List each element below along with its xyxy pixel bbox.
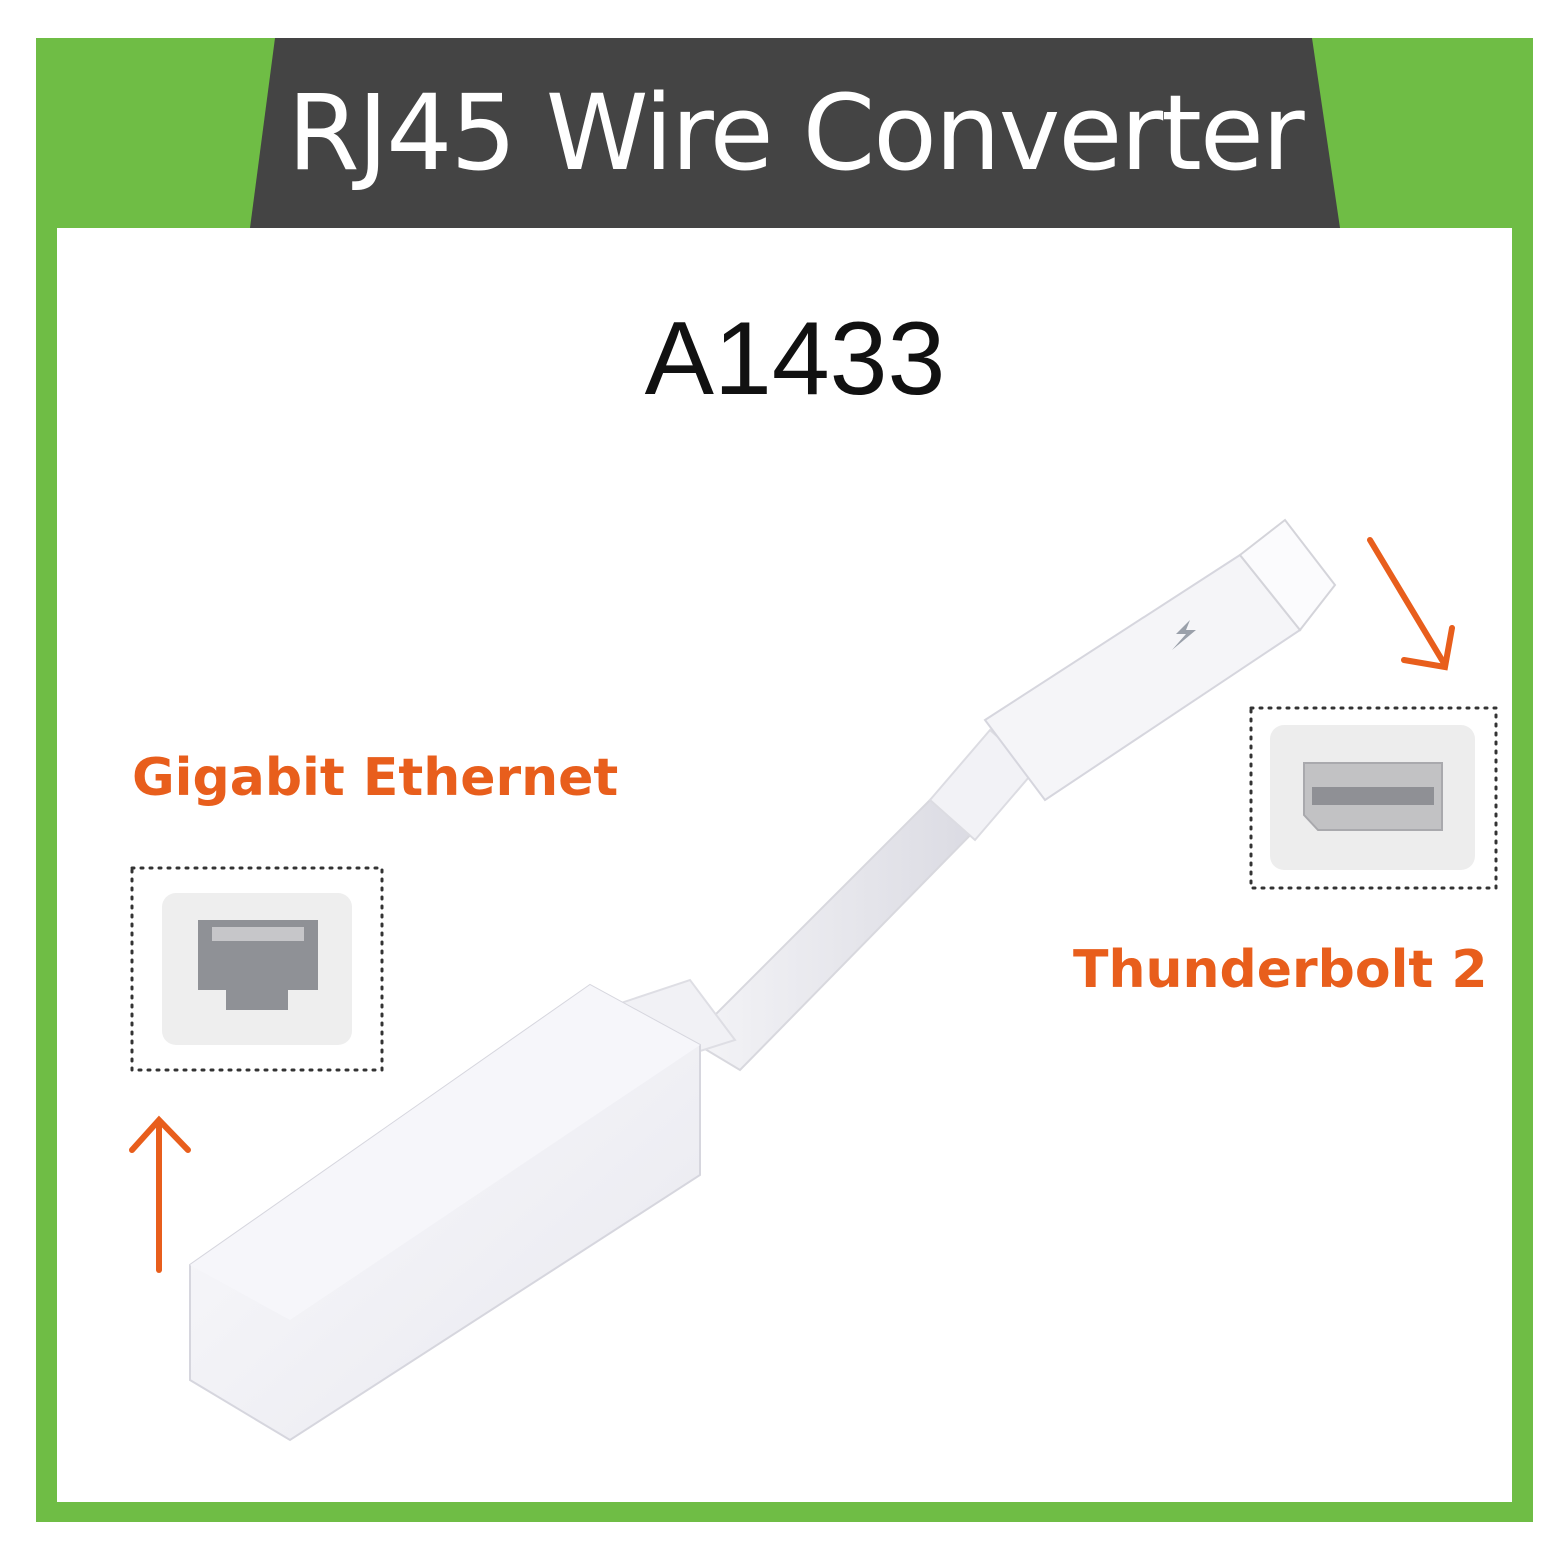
thunderbolt-plug [983,518,1337,802]
page-title: RJ45 Wire Converter [287,72,1304,194]
arrow-up-icon [129,1115,191,1273]
model-number: A1433 [644,301,946,417]
rj45-port-icon [130,866,384,1072]
thunderbolt-label: Thunderbolt 2 [1073,940,1488,1000]
header-banner-shape [250,38,1340,228]
adapter-cable [598,728,1037,1072]
ethernet-adapter-body [189,983,701,1442]
header-banner [250,38,1340,228]
thunderbolt-port-icon [1249,706,1498,890]
lightning-bolt-icon [1172,620,1196,650]
arrow-down-icon [1367,537,1455,671]
gigabit-ethernet-label: Gigabit Ethernet [132,748,619,808]
